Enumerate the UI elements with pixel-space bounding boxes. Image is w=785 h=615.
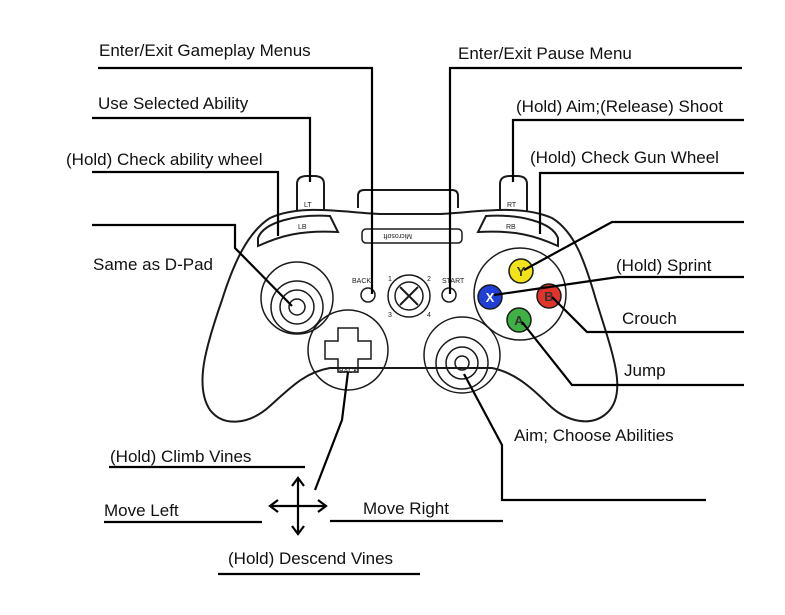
rb-text: RB: [506, 224, 516, 231]
rt-leader: [511, 118, 744, 182]
label-a: Jump: [624, 361, 666, 380]
y-leader: [523, 220, 744, 271]
rt-trigger: [499, 175, 528, 215]
face-buttons-ring: [473, 247, 567, 341]
lt-text: LT: [304, 202, 312, 209]
label-dpad-down: (Hold) Descend Vines: [228, 549, 394, 568]
svg-text:Y: Y: [517, 264, 526, 279]
controller: LT RT LB RB Microsoft BACK 1 2 3 4 START: [201, 175, 619, 423]
label-rb: (Hold) Check Gun Wheel: [530, 148, 719, 167]
left-stick-center: [288, 298, 306, 316]
b-button: B: [536, 283, 562, 309]
rt-text: RT: [507, 202, 517, 209]
dpad-cross: [324, 327, 372, 373]
label-dpad-up: (Hold) Climb Vines: [110, 447, 252, 466]
right-stick-cap: [445, 346, 479, 380]
brand-text: Microsoft: [384, 232, 412, 239]
leader-lines: [92, 66, 744, 576]
dpad-text: BACK: [339, 368, 358, 375]
x-leader: [493, 275, 744, 297]
label-back: Enter/Exit Gameplay Menus: [99, 41, 311, 60]
dpad-leader: [313, 371, 350, 491]
guide-x-logo: [399, 286, 419, 306]
right-stick-center: [454, 355, 470, 371]
quadrant-2: 2: [427, 276, 431, 283]
left-stick-ring: [260, 261, 334, 335]
label-y: (Hold) Sprint: [616, 256, 712, 275]
dpad-ring: [307, 309, 389, 391]
quadrant-4: 4: [427, 312, 431, 319]
back-text: BACK: [352, 278, 371, 285]
svg-text:A: A: [514, 313, 524, 328]
lt-leader: [92, 116, 312, 182]
svg-text:B: B: [544, 289, 553, 304]
start-leader: [448, 66, 742, 294]
right-stick-ring: [423, 316, 501, 394]
rb-leader: [538, 171, 744, 234]
label-dpad-right: Move Right: [363, 499, 449, 518]
four-way-arrow-icon: [268, 476, 328, 536]
label-start: Enter/Exit Pause Menu: [458, 44, 632, 63]
label-b: Crouch: [622, 309, 677, 328]
label-lt: Use Selected Ability: [98, 94, 249, 113]
back-leader: [98, 66, 374, 294]
start-text: START: [442, 278, 465, 285]
label-left-stick: Same as D-Pad: [93, 255, 213, 274]
label-right-stick: Aim; Choose Abilities: [514, 426, 674, 445]
a-leader: [521, 321, 744, 387]
b-leader: [551, 296, 744, 334]
lb-text: LB: [298, 224, 307, 231]
top-housing: [357, 189, 459, 208]
svg-text:X: X: [486, 290, 495, 305]
y-button: Y: [508, 258, 534, 284]
lb-leader: [92, 170, 280, 236]
right-stick-leader: [463, 373, 706, 502]
back-button: [360, 287, 376, 303]
left-stick-cap: [279, 289, 315, 325]
lt-trigger: [296, 175, 325, 215]
rb-bumper: [476, 214, 559, 248]
label-lb: (Hold) Check ability wheel: [66, 150, 263, 169]
x-button: X: [477, 284, 503, 310]
guide-button-ring: [387, 274, 431, 318]
label-dpad-left: Move Left: [104, 501, 179, 520]
left-stick-base: [270, 280, 324, 334]
quadrant-3: 3: [388, 312, 392, 319]
right-stick-base: [435, 336, 489, 390]
brand-strip: [361, 228, 463, 244]
left-stick-leader: [92, 223, 293, 307]
guide-button: [394, 281, 424, 311]
label-rt: (Hold) Aim;(Release) Shoot: [516, 97, 723, 116]
quadrant-1: 1: [388, 276, 392, 283]
